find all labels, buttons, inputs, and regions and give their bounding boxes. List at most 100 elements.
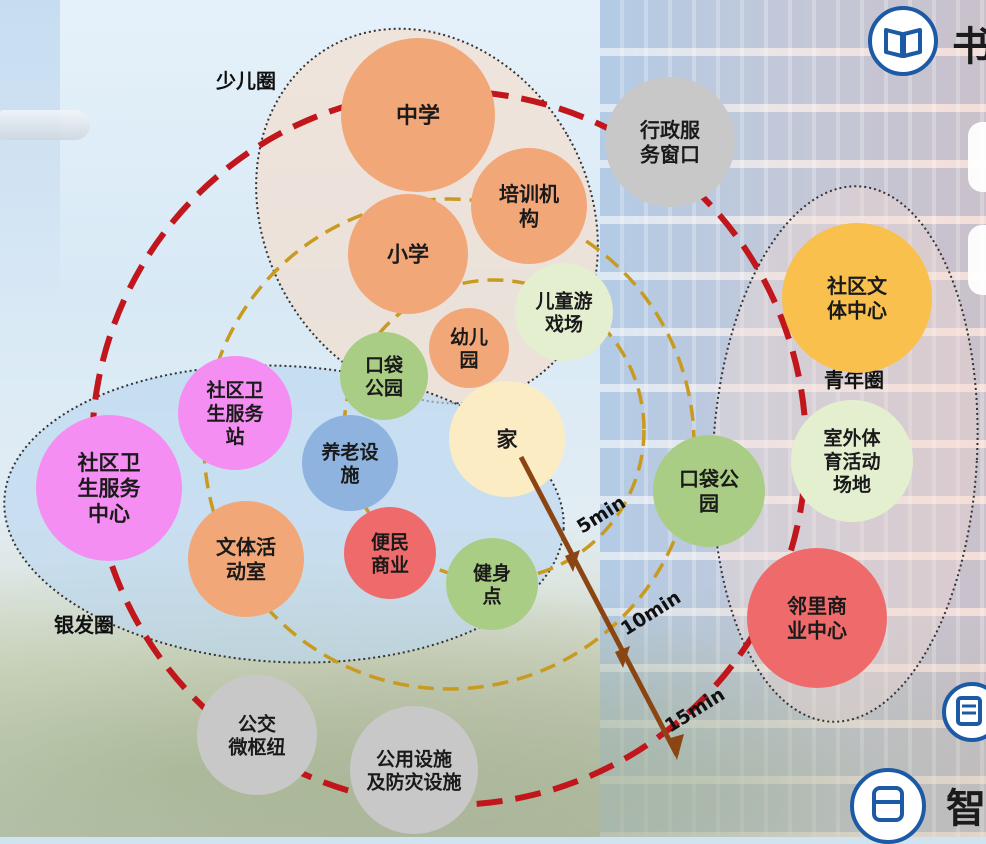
arrow-marker-10min [615,646,630,668]
node-label-health-center-line-1: 社区卫 [77,451,141,475]
node-circle-fitness [446,538,538,630]
node-label-kindergarten-line-1: 幼儿 [450,325,488,348]
node-circle-training [471,148,587,264]
node-label-middle-school-line-1: 中学 [396,103,440,129]
side-panel-strip-mid [968,225,986,295]
node-label-elderly-line-1: 养老设 [320,440,378,463]
node-label-pocket-park-outer-line-2: 园 [699,491,719,515]
node-label-bus-hub-line-2: 微枢纽 [227,735,285,758]
background-tower-left [0,0,60,300]
node-label-admin-window-line-1: 行政服 [639,118,701,142]
node-label-culture-center-line-2: 体中心 [827,298,887,322]
node-primary: 小学 [348,194,468,314]
side-panel-title-top: 书 [952,24,986,70]
node-home: 家 [449,381,565,497]
node-label-fitness-line-1: 健身 [473,561,511,584]
node-label-clinic-station-line-2: 生服务 [206,402,264,425]
node-label-culture-center-line-1: 社区文 [826,274,888,298]
node-circle-pocket-park-outer [653,435,765,547]
node-label-neighborhood-center-line-1: 邻里商 [787,594,847,618]
node-circle-middle-school [341,38,495,192]
node-label-fitness-line-2: 点 [482,585,501,607]
node-label-sports-room-line-1: 文体活 [216,535,276,559]
node-label-elderly-line-2: 施 [340,463,359,486]
bus-icon [850,768,926,844]
node-label-kids-play-line-1: 儿童游 [534,289,592,312]
node-label-neighborhood-center-line-2: 业中心 [787,618,847,642]
node-label-outdoor-sports-line-1: 室外体 [823,427,881,450]
node-label-pocket-park-outer-line-1: 口袋公 [679,467,739,491]
node-circle-primary [348,194,468,314]
node-label-bus-hub-line-1: 公交 [238,712,276,735]
node-label-utilities-line-2: 及防灾设施 [366,770,461,793]
node-circle-utilities [350,706,478,834]
node-label-outdoor-sports-line-3: 场地 [833,473,871,496]
side-panel-title-bottom: 智 [946,786,986,832]
node-circle-bus-hub [197,675,317,795]
node-label-home-line-1: 家 [497,428,519,452]
node-circle-culture-center [782,223,932,373]
node-label-admin-window-line-2: 务窗口 [640,142,700,166]
node-label-health-center-line-3: 中心 [88,502,130,526]
node-label-pocket-park-inner-line-2: 公园 [365,377,403,399]
node-label-sports-room-line-2: 动室 [226,559,266,583]
node-label-convenience-line-1: 便民 [371,531,409,553]
node-label-primary-line-1: 小学 [387,243,429,267]
book-icon [868,6,938,76]
node-kindergarten: 幼儿园 [429,308,509,388]
walking-arrow [518,455,680,757]
node-circle-health-center [36,415,182,561]
node-label-training-line-1: 培训机 [499,182,559,206]
node-label-outdoor-sports-line-2: 育活动 [823,450,880,473]
arrow-marker-5min [565,550,580,572]
node-circle-home [449,381,565,497]
street-lamp [0,110,90,140]
node-label-pocket-park-inner-line-1: 口袋 [365,353,404,376]
zone-label-senior: 银发圈 [54,613,114,637]
node-label-health-center-line-2: 生服务 [78,477,142,501]
node-fitness: 健身点 [446,538,538,630]
node-circle-clinic-station [178,356,292,470]
side-panel-strip-top [968,122,986,192]
node-circle-admin-window [605,77,735,207]
node-circle-elderly [302,415,398,511]
node-label-clinic-station-line-1: 社区卫 [205,379,263,402]
node-circle-outdoor-sports [791,400,913,522]
node-circle-kids-play [515,263,613,361]
zone-label-child: 少儿圈 [215,69,276,93]
node-label-clinic-station-line-3: 站 [225,425,244,448]
node-circle-sports-room [188,501,304,617]
node-circle-convenience [344,507,436,599]
schedule-icon [942,682,986,742]
ring-label-5min: 5min [573,491,630,538]
ring-label-15min: 15min [661,683,729,737]
node-circle-pocket-park-inner [340,332,428,420]
node-label-utilities-line-1: 公用设施 [376,747,452,770]
node-middle-school: 中学 [341,38,495,192]
arrow-head [667,734,684,760]
node-label-kids-play-line-2: 戏场 [544,313,583,335]
node-label-convenience-line-2: 商业 [371,553,409,576]
node-label-training-line-2: 构 [519,206,539,230]
node-circle-kindergarten [429,308,509,388]
service-nodes: 中学行政服务窗口培训机构小学儿童游戏场幼儿园口袋公园社区卫生服务站养老设施家社区… [36,38,932,834]
node-label-kindergarten-line-2: 园 [459,349,478,371]
node-circle-neighborhood-center [747,548,887,688]
